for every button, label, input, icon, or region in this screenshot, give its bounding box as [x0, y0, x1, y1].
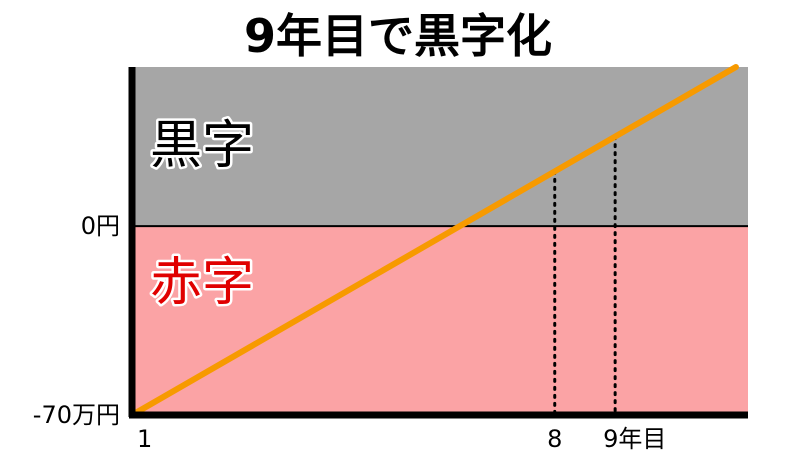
x-tick-label: 9年目: [603, 425, 666, 453]
markers-layer: [553, 135, 617, 417]
x-tick-label: 1: [137, 425, 152, 453]
chart-title: 9年目で黒字化: [244, 9, 552, 63]
profit-region-label: 黒字: [150, 116, 254, 176]
regions-layer: [132, 67, 748, 415]
profit-region: [132, 67, 748, 227]
loss-region-label: 赤字: [150, 253, 254, 313]
series-layer: [129, 64, 739, 418]
axes-layer: [128, 67, 748, 419]
y-tick-label: -70万円: [33, 401, 120, 429]
x-tick-label: 8: [547, 425, 562, 453]
y-tick-label: 0円: [81, 212, 120, 240]
tick-labels-layer: 1 8 9年目 0円 -70万円: [33, 212, 667, 453]
loss-region: [132, 226, 748, 415]
series-line: [129, 64, 739, 418]
